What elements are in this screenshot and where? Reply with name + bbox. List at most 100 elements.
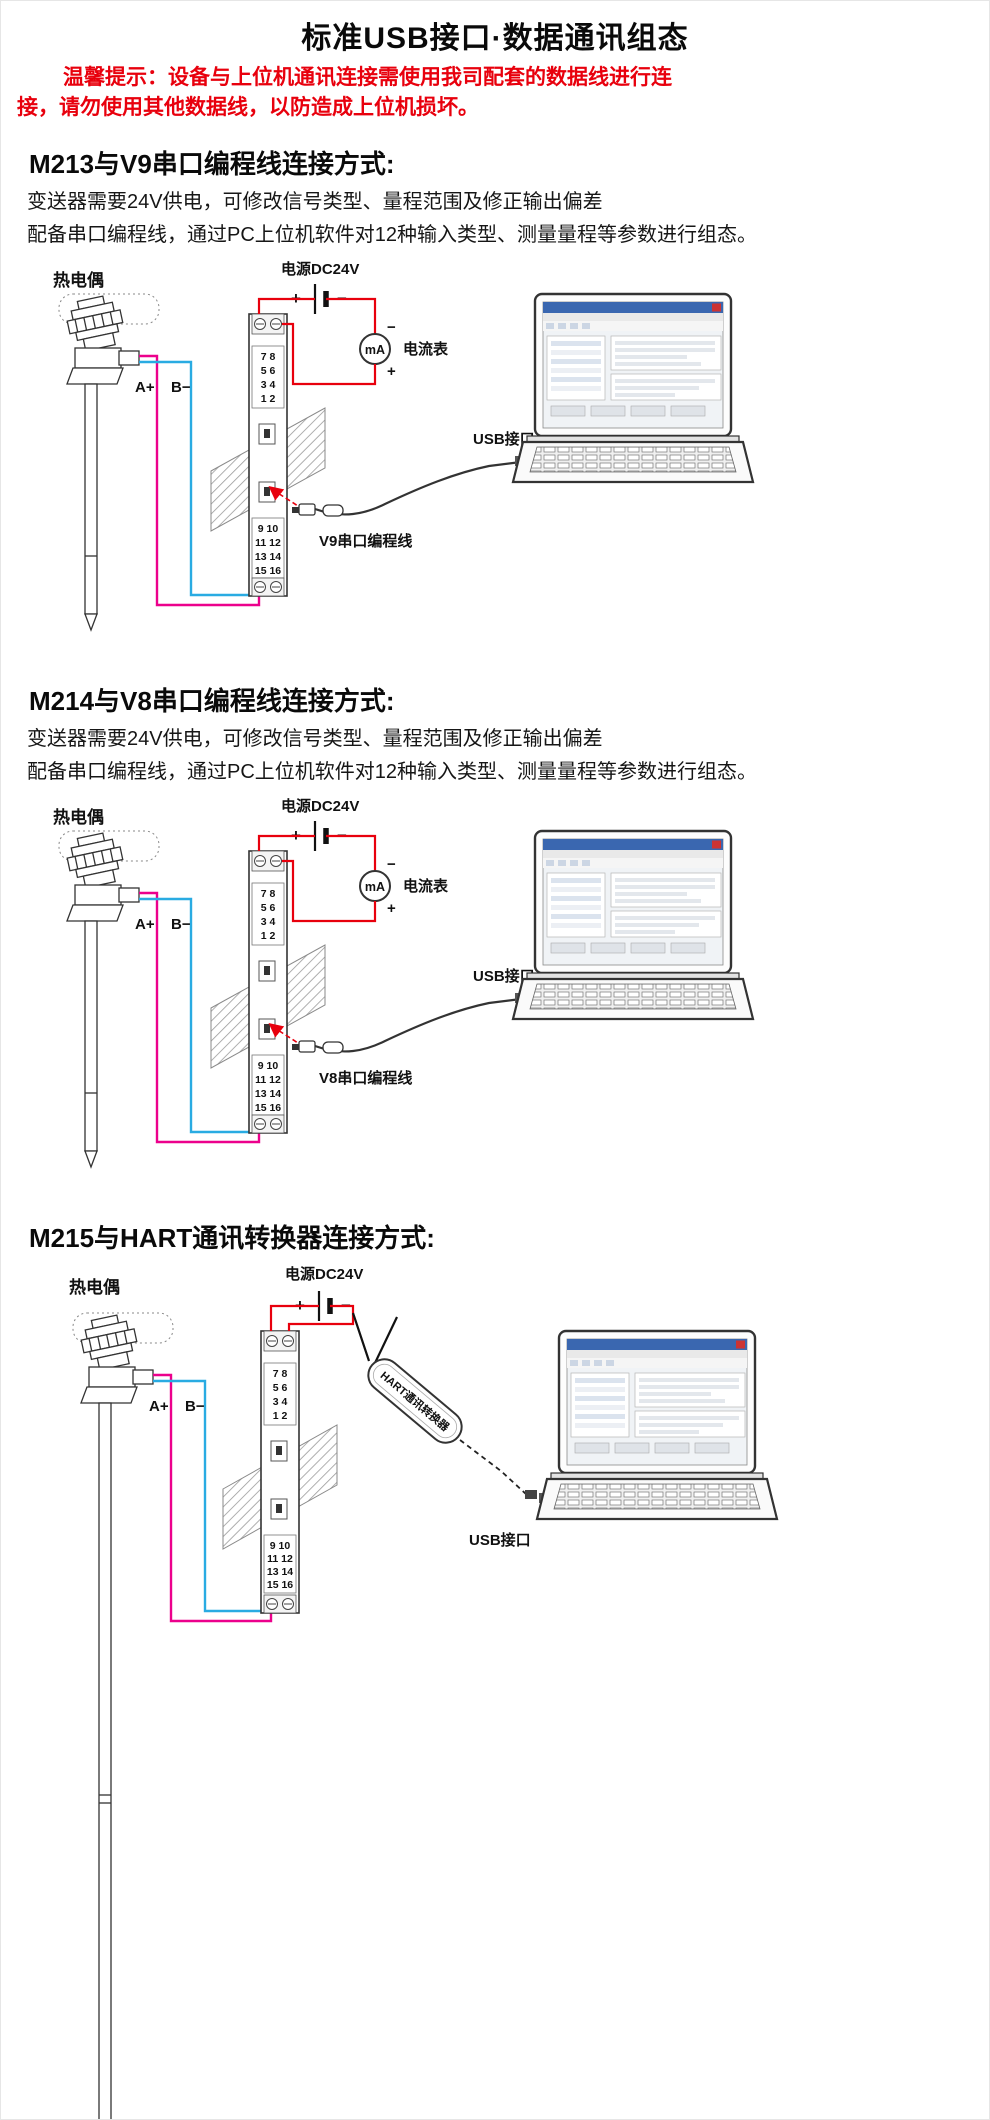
hart-usb-link (459, 1439, 528, 1496)
laptop (511, 292, 755, 483)
close-icon (736, 1340, 745, 1349)
dotted-outline (58, 293, 160, 325)
power-label: 电源DC24V (285, 1265, 363, 1283)
ammeter: mA − + 电流表 (282, 319, 449, 385)
section-heading-m214: M214与V8串口编程线连接方式: (29, 685, 395, 716)
terminal-b-label: B− (171, 916, 191, 933)
ammeter-wire (282, 859, 377, 922)
terminal-numbers: 11 12 (267, 1553, 293, 1565)
software-titlebar (543, 301, 723, 313)
programming-cable: V8串口编程线 USB接口 (268, 967, 535, 1087)
terminal-numbers: 13 14 (267, 1566, 293, 1578)
software-toolbar (543, 320, 723, 331)
section-desc: 变送器需要24V供电，可修改信号类型、量程范围及修正输出偏差 (27, 727, 603, 750)
software-toolbar (543, 857, 723, 868)
wire-outlet (118, 350, 140, 366)
diagram-m215: 热电偶 A+ B− 7 8 5 6 3 4 1 2 9 10 11 12 13 … (23, 1261, 989, 2119)
probe-tip (84, 613, 98, 632)
terminal-b-label: B− (185, 1398, 205, 1415)
terminal-numbers: 15 16 (255, 1102, 281, 1114)
section-desc: 配备串口编程线，通过PC上位机软件对12种输入类型、测量量程等参数进行组态。 (27, 223, 758, 246)
terminal-numbers: 1 2 (261, 930, 276, 942)
section-heading-m213: M213与V9串口编程线连接方式: (29, 148, 395, 179)
ammeter-minus-label: − (387, 319, 396, 336)
laptop (511, 829, 755, 1020)
serial-plug-tip (292, 1043, 300, 1050)
hart-lead-1 (351, 1312, 371, 1362)
wire-a-plus (139, 354, 261, 607)
transmitter-module: 7 8 5 6 3 4 1 2 9 10 11 12 13 14 15 16 (260, 1330, 300, 1614)
laptop-keyboard (529, 446, 737, 473)
terminal-numbers: 5 6 (261, 365, 276, 377)
terminal-a-label: A+ (135, 916, 155, 933)
section-m214: M214与V8串口编程线连接方式: 变送器需要24V供电，可修改信号类型、量程范… (1, 681, 989, 1198)
usb-plug (525, 1489, 537, 1499)
wiring-diagram: 热电偶 A+ B− 7 8 5 6 3 4 1 2 9 10 11 12 13 … (53, 260, 755, 632)
terminal-numbers: 11 12 (255, 537, 281, 549)
wire-a-plus (153, 1373, 273, 1623)
power-wire-plus (257, 834, 315, 851)
thermocouple-label: 热电偶 (53, 807, 104, 827)
power-label: 电源DC24V (281, 797, 359, 815)
junction-block (74, 347, 122, 369)
notice: 温馨提示：设备与上位机通讯连接需使用我司配套的数据线进行连 接，请勿使用其他数据… (1, 63, 989, 124)
terminal-numbers: 9 10 (258, 523, 279, 535)
terminal-numbers: 7 8 (261, 888, 276, 900)
flange (80, 1386, 138, 1404)
dotted-outline (58, 830, 160, 862)
section-m213: M213与V9串口编程线连接方式: 变送器需要24V供电，可修改信号类型、量程范… (1, 144, 989, 661)
ammeter-unit: mA (365, 343, 385, 357)
diagram-m213: 热电偶 A+ B− 7 8 5 6 3 4 1 2 9 10 11 12 13 … (23, 256, 989, 661)
terminal-numbers: 11 12 (255, 1074, 281, 1086)
config-software-screen (542, 838, 724, 966)
power-wire-minus (326, 834, 377, 871)
serial-plug (298, 1040, 316, 1053)
junction-block (74, 884, 122, 906)
hart-device-body (367, 1358, 463, 1444)
ammeter-minus-label: − (387, 856, 396, 873)
terminal-numbers: 3 4 (261, 916, 276, 928)
transmitter-module: 7 8 5 6 3 4 1 2 9 10 11 12 13 14 15 16 (248, 850, 288, 1134)
terminal-numbers: 7 8 (261, 351, 276, 363)
software-menubar (543, 849, 723, 858)
hart-lead-2 (374, 1316, 398, 1364)
thermocouple-head (66, 295, 124, 352)
wire-a-plus (139, 891, 261, 1144)
terminal-numbers: 5 6 (261, 902, 276, 914)
section-heading-m215: M215与HART通讯转换器连接方式: (29, 1222, 435, 1253)
terminal-numbers: 13 14 (255, 1088, 281, 1100)
terminal-numbers: 5 6 (273, 1382, 288, 1394)
terminal-numbers: 9 10 (258, 1060, 279, 1072)
terminal-numbers: 15 16 (255, 565, 281, 577)
ammeter: mA − + 电流表 (282, 856, 449, 922)
power-supply: 电源DC24V + − (257, 260, 377, 334)
section-desc: 变送器需要24V供电，可修改信号类型、量程范围及修正输出偏差 (27, 190, 603, 213)
power-supply: 电源DC24V + − (257, 797, 377, 871)
ammeter-wire (282, 322, 377, 385)
ammeter-plus-label: + (387, 900, 396, 917)
ferrite-bead (322, 1041, 344, 1054)
power-label: 电源DC24V (281, 260, 359, 278)
power-supply: 电源DC24V + − (269, 1265, 363, 1331)
serial-plug (298, 503, 316, 516)
cable-label: V8串口编程线 (319, 1069, 412, 1087)
flange (66, 904, 124, 922)
notice-line-2: 接，请勿使用其他数据线，以防造成上位机损坏。 (17, 96, 479, 120)
section-m215: M215与HART通讯转换器连接方式: 热电偶 A+ B− (1, 1218, 989, 2119)
section-desc: 配备串口编程线，通过PC上位机软件对12种输入类型、测量量程等参数进行组态。 (27, 760, 758, 783)
diagram-m214: 热电偶 A+ B− 7 8 5 6 3 4 1 2 9 10 11 12 13 … (23, 793, 989, 1198)
thermocouple-head (66, 832, 124, 889)
ammeter-plus-label: + (387, 363, 396, 380)
probe-tip (84, 1150, 98, 1169)
software-titlebar (543, 838, 723, 850)
terminal-numbers: 1 2 (273, 1410, 288, 1422)
software-toolbar (567, 1357, 747, 1368)
terminal-numbers: 3 4 (273, 1396, 288, 1408)
thermocouple (58, 830, 160, 1169)
terminal-a-label: A+ (149, 1398, 169, 1415)
wire-outlet (118, 887, 140, 903)
terminal-numbers: 1 2 (261, 393, 276, 405)
ferrite-bead (322, 504, 344, 517)
power-wire-minus (326, 297, 377, 334)
